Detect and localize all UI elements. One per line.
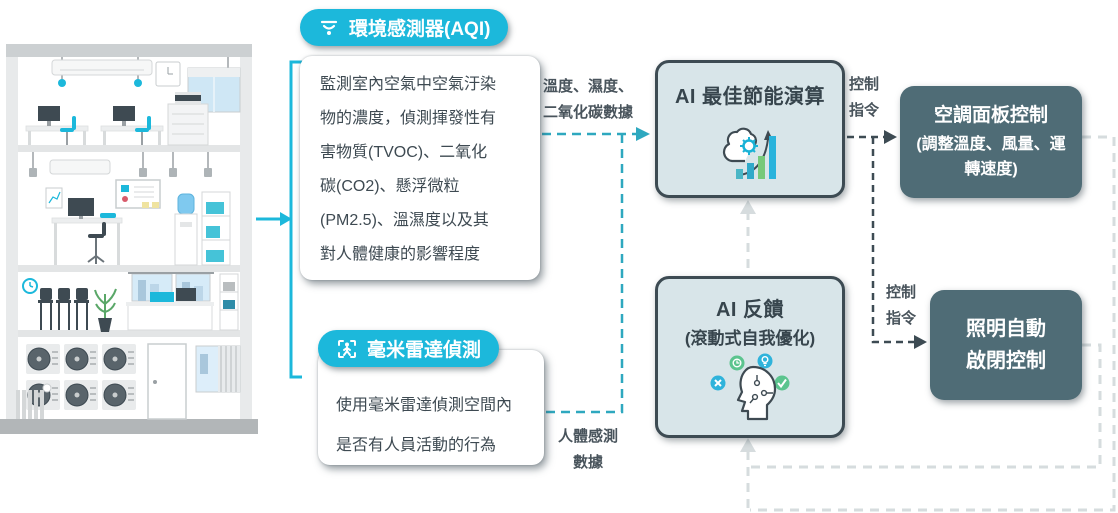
ai-feedback-subtitle: (滾動式自我優化): [684, 329, 816, 348]
control-command-arrowheads: [884, 130, 927, 349]
radar-sensor-card: 使用毫米雷達偵測空間內 是否有人員活動的行為: [318, 350, 544, 465]
aqi-sensor-card: 監測室內空氣中空氣汙染 物的濃度，偵測揮發性有 害物質(TVOC)、二氧化 碳(…: [300, 56, 540, 280]
ai-feedback-title: AI 反饋: [715, 299, 785, 321]
human-data-label: 人體感測 數據: [557, 428, 618, 471]
floor1-office: [25, 57, 241, 146]
ai-feedback-box: AI 反饋 (滾動式自我優化): [655, 276, 845, 438]
control-command-label-right: 控制 指令: [886, 284, 917, 327]
ai-algorithm-title: AI 最佳節能演算: [674, 86, 826, 108]
sensor-data-lines: [542, 132, 636, 414]
lighting-control-title: 照明自動 啟閉控制: [966, 318, 1046, 372]
building-illustration: [0, 44, 258, 434]
hvac-control-subtitle: (調整溫度、風量、運 轉速度): [916, 136, 1066, 178]
aqi-sensor-title: 環境感測器(AQI): [349, 19, 491, 40]
hvac-panel-control-box: 空調面板控制 (調整溫度、風量、運 轉速度): [900, 86, 1082, 198]
floor2-office: [29, 152, 231, 266]
person-detect-icon: [338, 339, 356, 358]
aqi-sensor-description: 監測室內空氣中空氣汙染 物的濃度，偵測揮發性有 害物質(TVOC)、二氧化 碳(…: [320, 76, 497, 263]
radar-sensor-description: 使用毫米雷達偵測空間內 是否有人員活動的行為: [336, 397, 513, 454]
lighting-control-box: 照明自動 啟閉控制: [930, 290, 1082, 400]
sensor-data-arrowhead: [636, 127, 650, 141]
brain-gear-chart-icon: [722, 127, 776, 179]
sensor-waves-icon: [320, 20, 338, 35]
radar-sensor-title: 毫米雷達偵測: [367, 340, 482, 361]
control-command-lines: [847, 135, 914, 344]
head-circuit-icon: [710, 353, 790, 421]
hvac-control-title: 空調面板控制: [933, 105, 1048, 126]
aqi-sensor-header: 環境感測器(AQI): [300, 9, 509, 46]
floor4-mechanical: [16, 343, 241, 420]
building-arrowhead: [280, 212, 292, 226]
floor3-reception: [22, 272, 239, 332]
radar-sensor-header: 毫米雷達偵測: [318, 330, 500, 367]
env-data-label: 溫度、濕度、 二氧化碳數據: [543, 78, 634, 121]
control-command-label-top: 控制 指令: [849, 76, 880, 119]
building-to-sensors-connector: [256, 60, 302, 379]
ai-algorithm-box: AI 最佳節能演算: [655, 60, 845, 198]
feedback-arrowheads: [740, 200, 756, 452]
feedback-loop-lines: [746, 135, 1116, 512]
